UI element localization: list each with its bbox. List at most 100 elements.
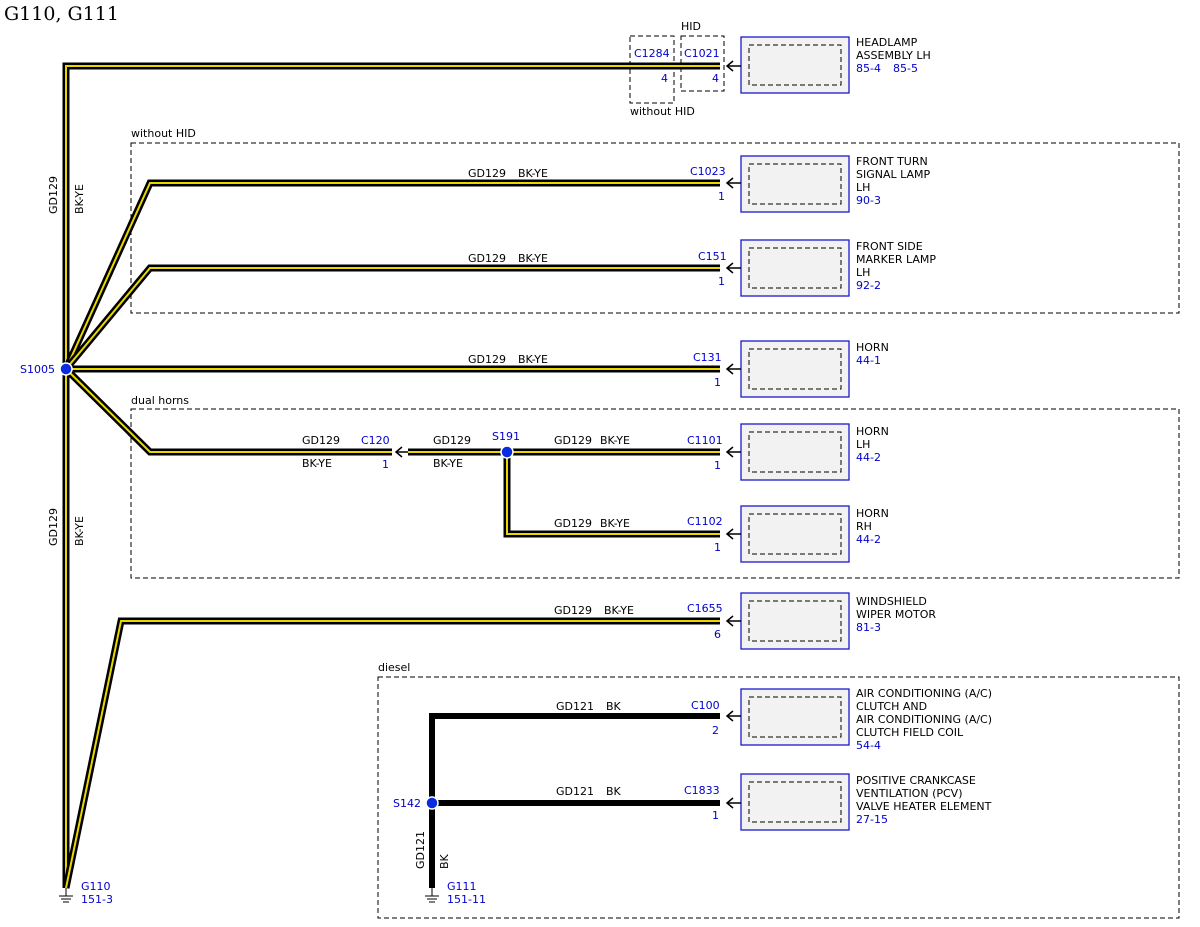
- splice-s142: [425, 796, 439, 810]
- component-horn: [740, 340, 850, 398]
- wire-gd129-horn-rh: [503, 452, 720, 538]
- pcv-name-2: VENTILATION (PCV): [856, 787, 963, 800]
- connector-c1833: C1833: [684, 784, 720, 797]
- group-label-dual-horns: dual horns: [131, 394, 189, 407]
- ac-name-4: CLUTCH FIELD COIL: [856, 726, 964, 739]
- connector-c151-pin: 1: [718, 275, 725, 288]
- horn-rh-name-1: HORN: [856, 507, 889, 520]
- wiper-color: BK-YE: [604, 604, 634, 617]
- horn-ref: 44-1: [856, 354, 881, 367]
- wire-gd129-marker: [63, 264, 720, 372]
- connector-c120-pin: 1: [382, 458, 389, 471]
- splice-label-s191: S191: [492, 430, 520, 443]
- pcv-circuit: GD121: [556, 785, 594, 798]
- connector-c120: C120: [361, 434, 390, 447]
- wire-gd121-ac: [429, 713, 720, 888]
- c120-circuit-right: GD129: [433, 434, 471, 447]
- turn-color: BK-YE: [518, 167, 548, 180]
- component-horn-rh: [740, 505, 850, 563]
- wire-gd129-wiper: [62, 617, 720, 889]
- connector-c1655-pin: 6: [714, 628, 721, 641]
- connector-c131: C131: [693, 351, 722, 364]
- wiper-name-2: WIPER MOTOR: [856, 608, 936, 621]
- connector-c1101: C1101: [687, 434, 723, 447]
- ac-circuit: GD121: [556, 700, 594, 713]
- c120-color-right: BK-YE: [433, 457, 463, 470]
- horn-lh-circuit: GD129: [554, 434, 592, 447]
- connector-c1284-pin: 4: [661, 72, 668, 85]
- connector-c1102: C1102: [687, 515, 723, 528]
- trunk-diesel-color: BK: [438, 853, 451, 869]
- horn-rh-ref: 44-2: [856, 533, 881, 546]
- horn-rh-circuit: GD129: [554, 517, 592, 530]
- ground-ref-g111: 151-11: [447, 893, 486, 906]
- connector-c1021: C1021: [684, 47, 720, 60]
- connector-c1101-pin: 1: [714, 459, 721, 472]
- horn-rh-color: BK-YE: [600, 517, 630, 530]
- group-dual-horns: [130, 408, 1180, 579]
- pcv-color: BK: [606, 785, 622, 798]
- turn-name-3: LH: [856, 181, 870, 194]
- splice-s1005: [59, 362, 73, 376]
- marker-name-1: FRONT SIDE: [856, 240, 923, 253]
- ground-symbol-g110: [59, 888, 73, 903]
- connector-c131-pin: 1: [714, 376, 721, 389]
- marker-name-3: LH: [856, 266, 870, 279]
- group-diesel: [377, 676, 1180, 919]
- connector-arrows: [394, 60, 741, 809]
- component-headlamp: [740, 36, 850, 94]
- headlamp-ref-1: 85-4: [856, 62, 881, 75]
- turn-name-1: FRONT TURN: [856, 155, 928, 168]
- trunk-diesel-circuit: GD121: [414, 831, 427, 869]
- wire-gd129-turn: [62, 179, 720, 371]
- turn-circuit: GD129: [468, 167, 506, 180]
- ac-name-2: CLUTCH AND: [856, 700, 927, 713]
- connector-c1284: C1284: [634, 47, 670, 60]
- connector-c1023: C1023: [690, 165, 726, 178]
- marker-color: BK-YE: [518, 252, 548, 265]
- connector-c100: C100: [691, 699, 720, 712]
- connector-c1023-pin: 1: [718, 190, 725, 203]
- ground-label-g111: G111: [447, 880, 477, 893]
- component-ac-clutch: [740, 688, 850, 746]
- horn-name: HORN: [856, 341, 889, 354]
- component-wiper-motor: [740, 592, 850, 650]
- c120-color-left: BK-YE: [302, 457, 332, 470]
- ac-name-1: AIR CONDITIONING (A/C): [856, 687, 992, 700]
- pcv-name-1: POSITIVE CRANKCASE: [856, 774, 976, 787]
- headlamp-name-1: HEADLAMP: [856, 36, 918, 49]
- wire-gd129-headlamp: [62, 62, 720, 369]
- wiper-ref: 81-3: [856, 621, 881, 634]
- connector-c100-pin: 2: [712, 724, 719, 737]
- horn-lh-name-2: LH: [856, 438, 870, 451]
- connector-c151: C151: [698, 250, 727, 263]
- horn-lh-color: BK-YE: [600, 434, 630, 447]
- turn-ref: 90-3: [856, 194, 881, 207]
- trunk-lower-color: BK-YE: [73, 516, 86, 546]
- component-horn-lh: [740, 423, 850, 481]
- horn-color: BK-YE: [518, 353, 548, 366]
- splice-label-s1005: S1005: [20, 363, 55, 376]
- trunk-upper-circuit: GD129: [47, 176, 60, 214]
- group-label-without-hid: without HID: [131, 127, 196, 140]
- c120-circuit-left: GD129: [302, 434, 340, 447]
- marker-name-2: MARKER LAMP: [856, 253, 936, 266]
- trunk-upper-color: BK-YE: [73, 184, 86, 214]
- ac-color: BK: [606, 700, 622, 713]
- marker-circuit: GD129: [468, 252, 506, 265]
- headlamp-name-2: ASSEMBLY LH: [856, 49, 931, 62]
- connector-c1021-pin: 4: [712, 72, 719, 85]
- turn-name-2: SIGNAL LAMP: [856, 168, 931, 181]
- component-pcv-heater: [740, 773, 850, 831]
- ground-symbol-g111: [425, 888, 439, 903]
- marker-ref: 92-2: [856, 279, 881, 292]
- group-without-hid: [130, 142, 1180, 314]
- pcv-name-3: VALVE HEATER ELEMENT: [856, 800, 992, 813]
- connector-c1833-pin: 1: [712, 809, 719, 822]
- splice-s191: [500, 445, 514, 459]
- wiper-name-1: WINDSHIELD: [856, 595, 927, 608]
- horn-lh-name-1: HORN: [856, 425, 889, 438]
- component-front-side-marker: [740, 239, 850, 297]
- group-label-diesel: diesel: [378, 661, 410, 674]
